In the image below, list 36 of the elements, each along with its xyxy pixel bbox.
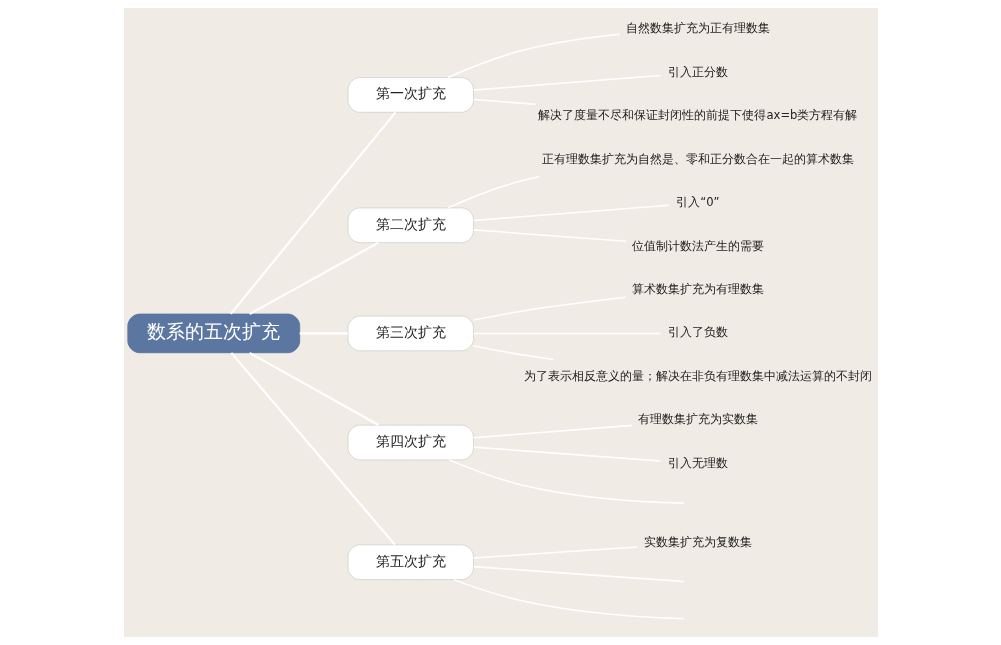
node-text: 引入了负数: [667, 325, 728, 340]
connector: [472, 296, 626, 321]
connector: [472, 446, 661, 462]
connector: [472, 98, 536, 105]
connector: [448, 459, 685, 504]
node-box: 第四次扩充: [347, 424, 474, 461]
connector: [472, 74, 661, 91]
connector: [452, 578, 684, 620]
node-text: 正有理数集扩充为自然是、零和正分数合在一起的算术数集: [541, 151, 854, 166]
node-box: 第二次扩充: [347, 207, 474, 244]
node-text: 解决了度量不尽和保证封闭性的前提下使得ax=b类方程有解: [537, 108, 857, 123]
node-box: 数系的五次扩充: [126, 313, 300, 354]
connector: [472, 229, 627, 242]
connector: [472, 424, 632, 439]
node-box: 第一次扩充: [347, 77, 474, 113]
connector: [248, 352, 379, 426]
node-text: 引入“0”: [675, 195, 720, 210]
node-text: 自然数集扩充为正有理数集: [625, 21, 770, 36]
node-text: 为了表示相反意义的量；解决在非负有理数集中减法运算的不封闭: [523, 368, 872, 383]
connector: [446, 33, 621, 79]
node-text: 算术数集扩充为有理数集: [631, 281, 764, 296]
connector: [472, 565, 685, 583]
connector: [446, 176, 540, 209]
node-text: 有理数集扩充为实数集: [637, 412, 758, 427]
connector: [248, 241, 379, 315]
connector: [230, 352, 396, 546]
node-box: 第五次扩充: [347, 544, 474, 581]
node-text: 引入无理数: [667, 455, 728, 470]
connector: [472, 546, 638, 559]
connector: [472, 345, 554, 361]
node-text: 实数集扩充为复数集: [643, 534, 752, 549]
node-text: 引入正分数: [667, 64, 728, 79]
node-text: 位值制计数法产生的需要: [631, 238, 764, 253]
connector: [229, 111, 396, 315]
connector: [472, 204, 670, 222]
node-box: 第三次扩充: [347, 315, 474, 352]
